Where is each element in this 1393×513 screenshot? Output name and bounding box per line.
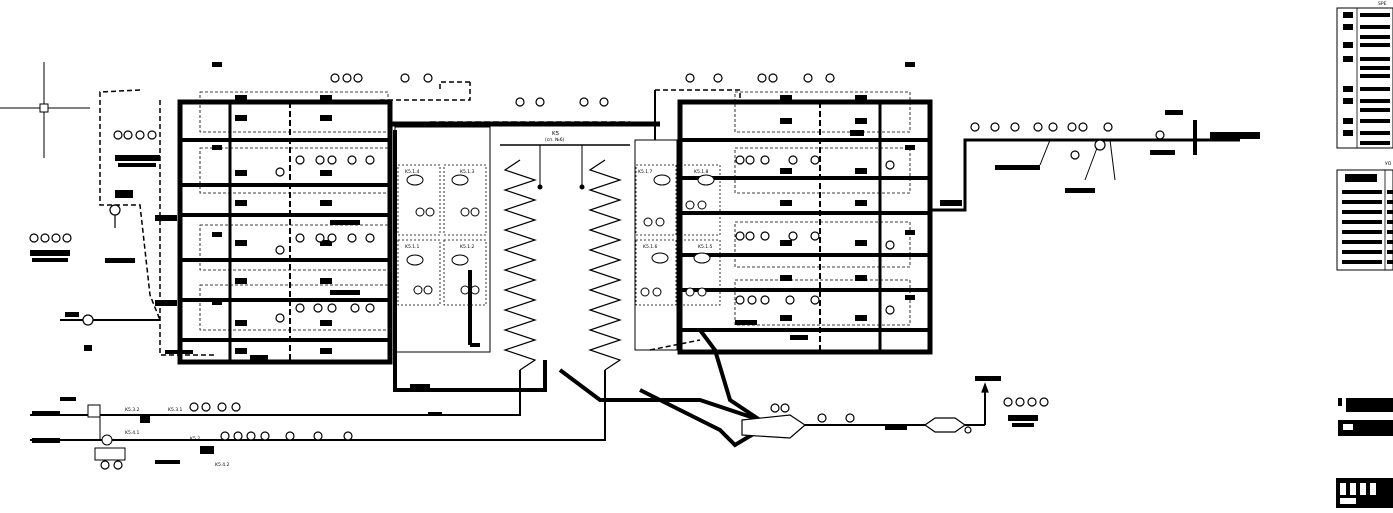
central-loop-pipes [393,130,762,448]
coil-probes [537,145,585,190]
ks-1-2-label: K5.1.2 [460,244,475,250]
left-pump-inlet [60,204,160,326]
legend-header: УО [1385,161,1392,167]
ks-3-1-label: K5.3.1 [168,407,183,413]
stamp-blocks [1336,398,1393,508]
spec-table: SPE [1336,1,1393,149]
left-instruments [29,73,609,323]
right-outlet-line [930,120,1240,212]
spec-header: SPE [1378,1,1387,7]
ks-main-sub-label: (сп. №6) [545,137,565,143]
ks-2-label: K5.2 [190,436,200,442]
ks-3-2-label: K5.3.2 [125,407,140,413]
right-outlet-tags [995,110,1260,193]
right-module-elements [640,174,715,297]
left-dashed-inlet [99,81,471,356]
right-module-labels: K5.1.7 K5.1.8 K5.1.6 K5.1.5 [638,169,713,250]
ks-1-6-label: K5.1.6 [643,244,658,250]
coil-left [503,159,537,371]
separator-instruments [1003,397,1049,407]
right-dashed-lines [649,89,741,351]
left-module-elements [406,174,480,295]
right-instruments [685,73,895,315]
separator-tags [885,376,1038,430]
bottom-feed-lines [30,370,606,446]
left-components [155,62,360,360]
right-outlet-instruments [970,122,1165,160]
right-components [735,62,962,340]
ks-1-8-label: K5.1.8 [694,169,709,175]
left-bank-frame [177,99,393,365]
bottom-feed-tags [32,397,442,464]
left-module-labels: K5.1.4 K5.1.3 K5.1.1 K5.1.2 [405,169,475,250]
separator-vessel [741,382,989,439]
ks-4-2-label: K5.4.2 [215,462,230,468]
bottom-feed-instruments [100,402,353,470]
crosshair-cursor [0,62,90,158]
ks-main-label: K5 [552,131,560,137]
left-modules [397,164,487,306]
ks-1-7-label: K5.1.7 [638,169,653,175]
central-top-pipes [390,121,678,353]
central-top-label: K5 (сп. №6) [545,131,565,143]
left-dashed-boxes [199,91,389,331]
bottom-feed-labels: K5.3.2 K5.3.1 K5.4.1 K5.2 K5.4.2 [125,407,230,468]
ks-1-4-label: K5.1.4 [405,169,420,175]
ks-1-5-label: K5.1.5 [698,244,713,250]
right-modules [635,164,721,306]
right-dashed-boxes [734,91,911,326]
legend-table: УО [1336,161,1393,271]
loop-tag [410,384,430,388]
coil-right [588,159,622,371]
ks-4-1-label: K5.4.1 [125,430,140,436]
ks-1-3-label: K5.1.3 [460,169,475,175]
ks-1-1-label: K5.1.1 [405,244,420,250]
left-tag-blocks [30,155,193,354]
